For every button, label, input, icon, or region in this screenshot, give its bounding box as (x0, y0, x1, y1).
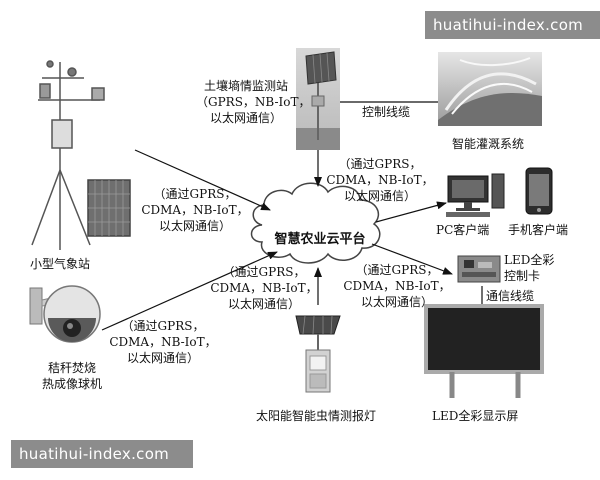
soil-station-title: 土壤墒情监测站 (203, 79, 288, 93)
lamp-link-line-1: （通过GPRS， (222, 265, 306, 279)
cloud-platform-label: 智慧农业云平台 (274, 232, 366, 247)
soil-link-line-3: 以太网通信） (343, 189, 416, 203)
led-link-line-2: CDMA，NB-IoT， (343, 279, 451, 293)
mobile-client-label: 手机客户端 (508, 223, 569, 237)
led-card-label: LED全彩 控制卡 (504, 252, 554, 284)
camera-link-line-1: （通过GPRS， (121, 319, 205, 333)
led-link-label: （通过GPRS， CDMA，NB-IoT， 以太网通信） (338, 262, 456, 310)
weather-link-line-3: 以太网通信） (158, 219, 231, 233)
straw-camera-line-1: 秸秆焚烧 (47, 361, 96, 375)
mobile-phone-image (525, 167, 553, 215)
soil-link-line-2: CDMA，NB-IoT， (326, 173, 434, 187)
lamp-link-line-2: CDMA，NB-IoT， (210, 281, 318, 295)
weather-link-line-1: （通过GPRS， (153, 187, 237, 201)
lamp-link-line-3: 以太网通信） (227, 297, 300, 311)
pc-computer-image (446, 173, 505, 217)
weather-station-image (31, 60, 131, 250)
led-control-card-image (457, 255, 501, 283)
connection-arrows (101, 101, 483, 331)
comm-cable-label: 通信线缆 (486, 289, 535, 303)
insect-lamp-label: 太阳能智能虫情测报灯 (256, 409, 377, 423)
camera-link-line-3: 以太网通信） (126, 351, 199, 365)
insect-lamp-image (295, 315, 341, 393)
arrow-camera-to-cloud (101, 251, 278, 331)
soil-station-image (296, 48, 340, 150)
soil-station-label: 土壤墒情监测站 （GPRS，NB-IoT， 以太网通信） (196, 78, 311, 126)
irrigation-system-image (438, 52, 542, 126)
cloud-platform-shape (250, 182, 381, 264)
weather-link-line-2: CDMA，NB-IoT， (141, 203, 249, 217)
arrow-cloud-to-pc (375, 201, 447, 223)
weather-link-label: （通过GPRS， CDMA，NB-IoT， 以太网通信） (136, 186, 254, 234)
soil-station-ethernet: 以太网通信） (209, 111, 282, 125)
camera-link-line-2: CDMA，NB-IoT， (109, 335, 217, 349)
arrow-cloud-to-led-card (371, 243, 453, 275)
irrigation-label: 智能灌溉系统 (452, 137, 525, 151)
dome-camera-image (29, 285, 101, 343)
led-link-line-1: （通过GPRS， (355, 263, 439, 277)
watermark-top: huatihui-index.com (425, 11, 600, 39)
led-card-line-2: 控制卡 (504, 269, 541, 283)
soil-link-label: （通过GPRS， CDMA，NB-IoT， 以太网通信） (318, 156, 442, 204)
arrow-weather-to-cloud (134, 149, 271, 211)
weather-station-label: 小型气象站 (30, 257, 91, 271)
soil-link-line-1: （通过GPRS， (338, 157, 422, 171)
camera-link-label: （通过GPRS， CDMA，NB-IoT， 以太网通信） (104, 318, 222, 366)
control-cable-label: 控制线缆 (362, 105, 411, 119)
led-screen-image (424, 304, 544, 398)
straw-camera-line-2: 热成像球机 (41, 377, 102, 391)
led-screen-label: LED全彩显示屏 (432, 409, 519, 423)
watermark-bottom: huatihui-index.com (11, 440, 193, 468)
lamp-link-label: （通过GPRS， CDMA，NB-IoT， 以太网通信） (206, 264, 322, 312)
pc-client-label: PC客户端 (436, 223, 490, 237)
led-link-line-3: 以太网通信） (360, 295, 433, 309)
led-card-line-1: LED全彩 (504, 253, 555, 267)
straw-camera-label: 秸秆焚烧 热成像球机 (36, 360, 108, 392)
soil-station-protocols: （GPRS，NB-IoT， (196, 95, 311, 109)
